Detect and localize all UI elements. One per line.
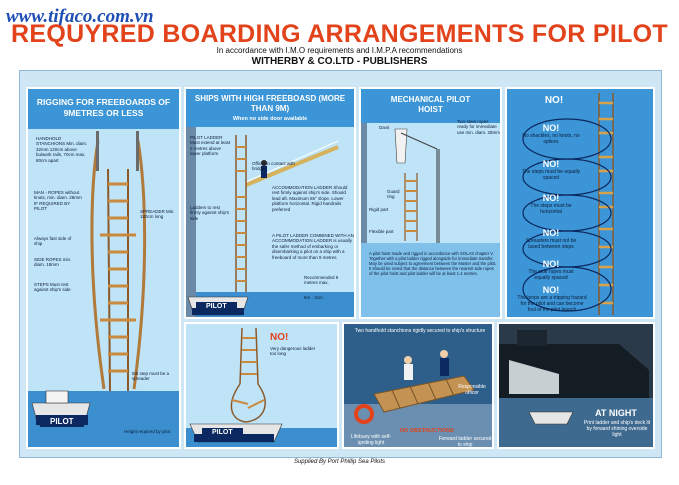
no-bottom-pilot-label: PILOT: [202, 428, 243, 437]
panel-hoist-title: MECHANICAL PILOT HOIST: [390, 95, 471, 114]
panel-high-freeboard: SHIPS WITH HIGH FREEBOASD (MORE THAN 9M)…: [184, 87, 356, 319]
panel-boarding: Two handhold stanchions rigidly secured …: [342, 322, 494, 449]
panel-rigging: RIGGING FOR FREEBOARDS OF 9METRES OR LES…: [26, 87, 181, 449]
rigging-handhold-note: HANDHOLD STANCHIONS Min. diam. 32mm 120c…: [36, 136, 88, 163]
high-freeboard-recommended-note: Recommended 9 metres max.: [304, 275, 339, 286]
high-freeboard-5m-note: 5m - 3cm: [304, 295, 323, 300]
panel-hoist: MECHANICAL PILOT HOIST Davit Two steel r…: [359, 87, 502, 319]
hoist-davit-label: Davit: [379, 125, 390, 130]
no-right-ladder-illustration: [522, 93, 614, 315]
no-right-5-label: NO!: [542, 259, 560, 269]
panel-high-freeboard-subtitle: When no side door available: [232, 116, 308, 122]
panel-high-freeboard-title: SHIPS WITH HIGH FREEBOASD (MORE THAN 9M): [194, 94, 346, 113]
high-freeboard-fixed-ladders-note: Ladders to rest firmly against ship's si…: [190, 205, 230, 221]
hoist-illustration: [361, 123, 500, 317]
supplied-by: Supplied By Port Phillip Sea Pilots: [293, 459, 386, 465]
boarding-illustration: [344, 350, 492, 447]
no-right-4-text: Spreaders must not be lased between step…: [525, 238, 577, 250]
high-freeboard-combined-note: A PILOT LADDER COMBINED WITH AN ACCOMMOD…: [272, 233, 354, 260]
panel-no-right: NO! NO! No shackles, no knots, no splice…: [505, 87, 655, 319]
panel-no-bottom: NO! Very dangerous ladder too long PILOT: [184, 322, 339, 449]
hoist-rigid-part-label: Rigid part: [369, 207, 389, 212]
panel-hoist-header: [361, 89, 500, 123]
no-right-2-label: NO!: [542, 159, 560, 169]
rigging-steps-note: STEPS Must rest against ship's side: [34, 282, 71, 293]
hoist-steel-ropes-note: Two steel ropes ready for immediate use …: [457, 119, 501, 135]
no-right-2-text: The steps must be equally spaced: [521, 169, 581, 181]
high-freeboard-illustration: [186, 127, 354, 317]
hoist-guard-ring-label: Guard ring: [387, 189, 400, 200]
rigging-pilot-label: PILOT: [40, 416, 84, 427]
boarding-no-obstructions: NO OBSTRUCTIONS: [400, 428, 454, 434]
no-right-6-label: NO!: [542, 285, 560, 295]
no-right-1-text: No shackles, no knots, no splices: [522, 133, 580, 145]
panel-rigging-title: RIGGING FOR FREEBOARDS OF 9METRES OR LES…: [36, 97, 171, 118]
boarding-stanchions-note: Two handhold stanchions rigidly secured …: [354, 328, 486, 334]
hoist-flexible-part-label: Flexible part: [369, 229, 394, 234]
high-freeboard-pilot-ladder-note: PILOT LADDER Must extend at least 2 metr…: [190, 135, 231, 157]
night-text: Print ladder and ship's deck lit by forw…: [583, 420, 651, 438]
high-freeboard-accommodation-note: ACCOMMODATION LADDER Should rest firmly …: [272, 185, 348, 212]
publisher: WITHERBY & CO.LTD - PUBLISHERS: [251, 56, 428, 67]
no-right-6-text: The loops are a tripping hazard for the …: [517, 295, 587, 313]
boarding-secured-note: Forward ladder secured to ship: [438, 436, 492, 448]
high-freeboard-pilot-label: PILOT: [196, 302, 237, 311]
no-bottom-text: Very dangerous ladder too long: [270, 346, 316, 357]
no-right-5-text: The side ropes must equally spaced: [528, 269, 574, 281]
poster-subtitle: In accordance with I.M.O requirements an…: [216, 46, 463, 55]
watermark-url: www.tifaco.com.vn: [6, 6, 154, 27]
rigging-fifth-step-note: 5th step must be a spreader: [132, 371, 170, 382]
panel-night: AT NIGHT Print ladder and ship's deck li…: [497, 322, 655, 449]
no-right-heading: NO!: [544, 95, 564, 106]
panel-high-freeboard-header: [186, 89, 354, 127]
no-bottom-label: NO!: [270, 332, 289, 343]
night-illustration: [499, 330, 653, 447]
no-right-4-label: NO!: [542, 228, 560, 238]
rigging-man-ropes-note: MAN - ROPES without knots, min. diam. 28…: [34, 190, 82, 212]
panel-rigging-header: [28, 89, 179, 129]
no-right-3-text: The steps must be horizontal: [530, 203, 572, 215]
night-title: AT NIGHT: [595, 408, 637, 418]
boarding-responsible-note: Responsible officer: [458, 384, 486, 396]
rigging-side-ropes-note: SIDE ROPES min. diam. 18mm: [34, 257, 72, 268]
hoist-note: A pilot hoist made and rigged in accorda…: [369, 251, 497, 276]
no-right-1-label: NO!: [542, 123, 560, 133]
boarding-lifebuoy-note: Lifebuoy with self-igniting light: [350, 434, 392, 446]
rigging-height-note: Height required by pilot: [124, 429, 171, 434]
no-right-3-label: NO!: [542, 193, 560, 203]
rigging-fast-side-note: Always fast side of ship: [34, 236, 72, 247]
poster-title: REQUYRED BOARDING ARRANGEMENTS FOR PILOT: [11, 20, 668, 48]
high-freeboard-officer-note: Officer in contact with bridge: [252, 161, 295, 172]
rigging-spreader-note: SPREADER Min. 180cm long: [140, 209, 175, 220]
